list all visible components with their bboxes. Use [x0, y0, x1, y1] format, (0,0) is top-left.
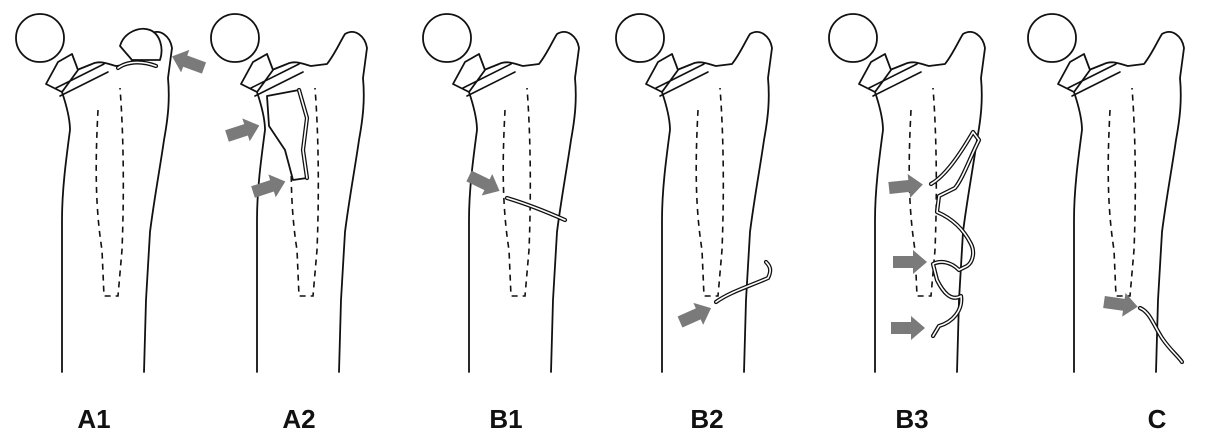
- panel-label: B2: [690, 404, 723, 434]
- femur-drawing: [211, 14, 367, 372]
- femur-drawing: [829, 14, 985, 372]
- panel-label: A1: [77, 404, 110, 434]
- panel-label: B1: [489, 404, 522, 434]
- greater-trochanter-fragment: [120, 29, 162, 60]
- femur-drawing: [1028, 14, 1184, 372]
- femur-drawing: [423, 14, 579, 372]
- panel-b2: [616, 14, 772, 372]
- panel-label: A2: [282, 404, 315, 434]
- panel-b3: [829, 14, 985, 372]
- arrow-icon: [223, 114, 263, 147]
- panel-c: [1028, 14, 1184, 372]
- panel-label: B3: [895, 404, 928, 434]
- femur-drawing: [16, 14, 172, 372]
- panel-b1: [423, 14, 579, 372]
- panel-a2: [211, 14, 367, 372]
- arrow-icon: [168, 45, 208, 79]
- panel-label: C: [1148, 404, 1167, 434]
- panel-a1: [16, 14, 208, 372]
